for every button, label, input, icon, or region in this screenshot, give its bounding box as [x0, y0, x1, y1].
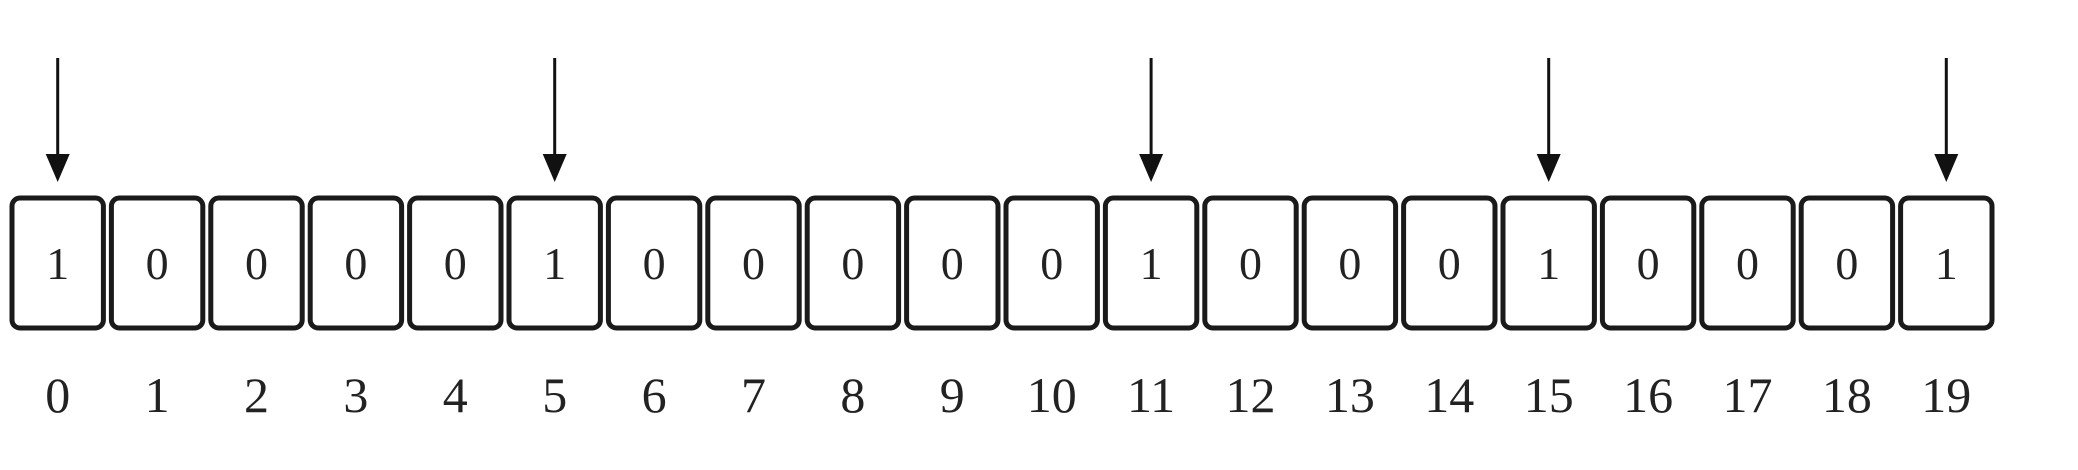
bit-value: 0 [344, 238, 367, 289]
bit-value: 0 [1438, 238, 1461, 289]
bit-cell: 0 [108, 195, 206, 331]
bit-value: 0 [742, 238, 765, 289]
bit-value: 0 [1239, 238, 1262, 289]
bit-value: 1 [1140, 238, 1163, 289]
bit-cell-box [208, 195, 305, 331]
bit-value: 1 [46, 238, 69, 289]
bit-cell-box [804, 195, 902, 331]
bit-value: 0 [841, 238, 864, 289]
bit-cell: 1 [9, 195, 106, 331]
arrows [45, 58, 1959, 182]
index-label: 16 [1623, 367, 1673, 423]
bit-cell: 0 [1599, 195, 1697, 331]
bit-cell-box [1401, 195, 1498, 331]
index-label: 17 [1723, 367, 1773, 423]
index-label: 8 [840, 367, 865, 423]
bit-value: 0 [245, 238, 268, 289]
index-label: 0 [45, 367, 70, 423]
bit-cell: 0 [705, 195, 802, 331]
index-label: 13 [1325, 367, 1375, 423]
bit-value: 0 [643, 238, 666, 289]
bit-cell-box [1500, 195, 1597, 331]
bit-cell: 1 [1898, 195, 1995, 331]
bit-value: 1 [1935, 238, 1958, 289]
bit-value: 0 [941, 238, 964, 289]
bit-value: 0 [1040, 238, 1063, 289]
index-label: 7 [741, 367, 766, 423]
index-label: 3 [343, 367, 368, 423]
bit-cell-box [407, 195, 504, 331]
bit-cell-box [1599, 195, 1697, 331]
down-arrow-icon [1934, 58, 1959, 182]
bit-value: 0 [1338, 238, 1361, 289]
bit-value: 0 [1736, 238, 1759, 289]
index-label: 12 [1226, 367, 1276, 423]
index-label: 2 [244, 367, 269, 423]
bit-cell: 0 [1699, 195, 1796, 331]
down-arrow-icon [1139, 58, 1164, 182]
bit-cell-box [705, 195, 802, 331]
bit-cell: 1 [506, 195, 603, 331]
bit-value: 0 [146, 238, 169, 289]
bit-value: 1 [543, 238, 566, 289]
index-label: 19 [1921, 367, 1971, 423]
bit-cell: 0 [1798, 195, 1896, 331]
bit-cell-box [307, 195, 405, 331]
bit-cell: 0 [804, 195, 902, 331]
bit-cell: 0 [1202, 195, 1299, 331]
bit-cell-box [1798, 195, 1896, 331]
bit-cell-box [506, 195, 603, 331]
bit-cell: 0 [605, 195, 703, 331]
bit-cell-box [1102, 195, 1200, 331]
index-label: 10 [1027, 367, 1077, 423]
bit-cell: 0 [904, 195, 1001, 331]
bit-cell: 0 [307, 195, 405, 331]
bit-cell: 0 [1003, 195, 1100, 331]
bit-array: 1 0 0 0 0 1 0 0 0 0 0 1 0 0 0 1 0 0 0 1 [9, 195, 1995, 331]
bit-value: 1 [1537, 238, 1560, 289]
index-label: 14 [1424, 367, 1474, 423]
bit-cell-box [108, 195, 206, 331]
bit-cell: 0 [1301, 195, 1399, 331]
bit-cell: 0 [407, 195, 504, 331]
down-arrow-icon [542, 58, 567, 182]
bit-cell-box [1202, 195, 1299, 331]
bit-value: 0 [1835, 238, 1858, 289]
index-label: 1 [145, 367, 170, 423]
bit-cell: 0 [1401, 195, 1498, 331]
down-arrow-icon [45, 58, 70, 182]
index-label: 4 [443, 367, 468, 423]
index-label: 9 [940, 367, 965, 423]
bit-cell: 0 [208, 195, 305, 331]
bit-cell: 1 [1500, 195, 1597, 331]
bit-cell-box [605, 195, 703, 331]
bit-cell-box [1003, 195, 1100, 331]
index-label: 6 [642, 367, 667, 423]
index-label: 15 [1524, 367, 1574, 423]
bit-cell-box [1898, 195, 1995, 331]
bit-cell-box [904, 195, 1001, 331]
index-label: 18 [1822, 367, 1872, 423]
bit-cell-box [1699, 195, 1796, 331]
bit-value: 0 [1637, 238, 1660, 289]
index-label: 11 [1127, 367, 1175, 423]
bit-cell-box [1301, 195, 1399, 331]
down-arrow-icon [1536, 58, 1561, 182]
bit-value: 0 [444, 238, 467, 289]
bit-cell: 1 [1102, 195, 1200, 331]
bit-cell-box [9, 195, 106, 331]
index-label: 5 [542, 367, 567, 423]
